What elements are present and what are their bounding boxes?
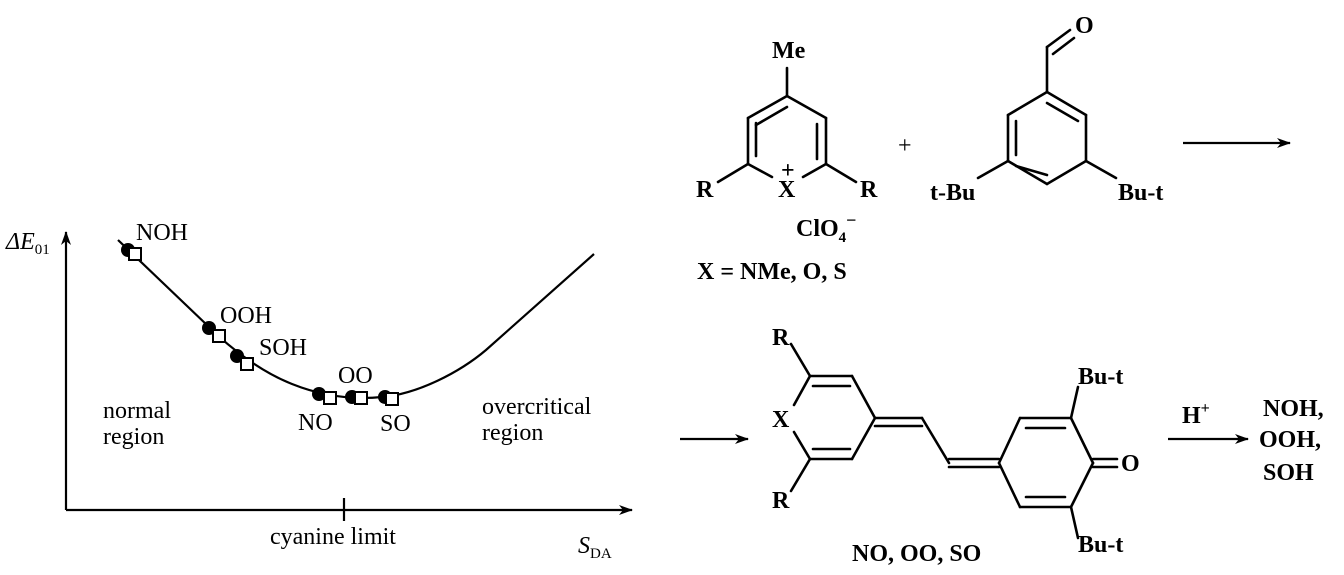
point-soh: SOH (230, 335, 307, 371)
y-axis-label: ΔE01 (5, 229, 50, 258)
point-ooh: OOH (202, 303, 272, 343)
r-left: R (696, 177, 714, 203)
heteroatom-x: X (778, 177, 796, 203)
product-carbonyl-oxygen: O (1121, 451, 1140, 477)
label-noh: NOH (136, 220, 188, 246)
aldehyde-oxygen: O (1075, 13, 1094, 39)
positive-charge: + (781, 158, 795, 184)
product-tbu-bottom: Bu-t (1078, 532, 1123, 558)
product-r-top: R (772, 325, 790, 351)
tbu-left: t-Bu (930, 180, 975, 206)
plus-sign: + (898, 133, 912, 159)
counterion: ClO4− (796, 210, 856, 246)
methyl-label: Me (772, 38, 806, 64)
overcritical-region-label: overcritical region (482, 394, 597, 446)
product-merocyanine: X R R O Bu-t Bu-t NO, OO, SO (772, 325, 1140, 567)
point-no: NO (298, 387, 337, 436)
protonation-reagent: H+ (1182, 400, 1210, 429)
point-so: SO (378, 390, 411, 437)
x-axis-label: SDA (578, 533, 612, 562)
cyanine-limit-label: cyanine limit (270, 524, 396, 550)
label-oo: OO (338, 363, 373, 389)
label-soh: SOH (259, 335, 307, 361)
product-r-bottom: R (772, 488, 790, 514)
label-no: NO (298, 410, 333, 436)
product-tbu-top: Bu-t (1078, 364, 1123, 390)
final-products: NOH, OOH, SOH (1259, 396, 1330, 486)
energy-plot: ΔE01 SDA cyanine limit normal region ove… (5, 220, 633, 562)
tbu-right: Bu-t (1118, 180, 1163, 206)
r-right: R (860, 177, 878, 203)
product-heteroatom-x: X (772, 407, 790, 433)
x-definition: X = NMe, O, S (697, 259, 847, 285)
point-oo: OO (338, 363, 373, 405)
point-noh: NOH (121, 220, 188, 261)
label-ooh: OOH (220, 303, 272, 329)
reagent-aldehyde: O t-Bu Bu-t (930, 13, 1163, 206)
normal-region-label: normal region (103, 398, 177, 450)
reagent-heterocycle-salt: Me X + R R ClO4− X = NMe, O, S (696, 38, 878, 285)
label-so: SO (380, 411, 411, 437)
product-label: NO, OO, SO (852, 541, 981, 567)
